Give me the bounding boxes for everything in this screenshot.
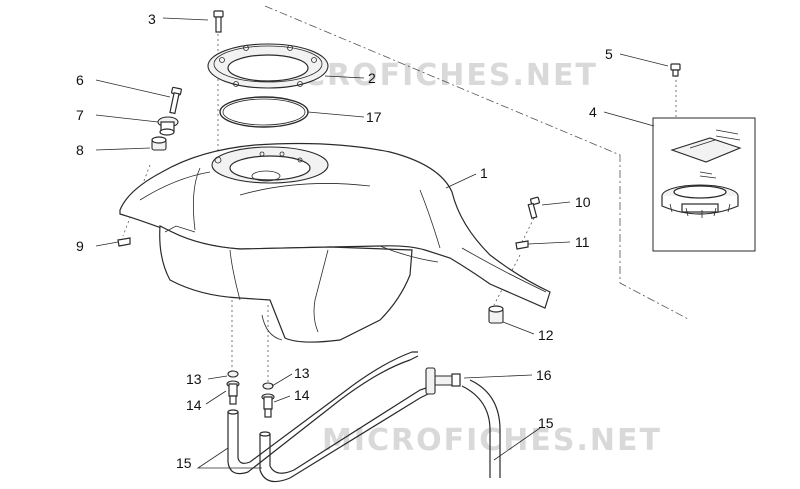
clip-part-9 (117, 237, 131, 247)
clip-part-11 (515, 240, 529, 250)
callout-3: 3 (148, 11, 156, 27)
callout-9: 9 (76, 238, 84, 254)
callout-15-left: 15 (176, 455, 192, 471)
t-connector-part-16 (425, 367, 461, 395)
washer-part-13-left (227, 370, 239, 378)
callout-13-left: 13 (186, 371, 202, 387)
callout-2: 2 (368, 70, 376, 86)
reference-line-tank-to-pump (264, 5, 691, 321)
rubber-mount-part-7 (157, 116, 179, 136)
o-ring-part-17 (219, 96, 309, 128)
callout-5: 5 (605, 46, 613, 62)
callout-16: 16 (536, 367, 552, 383)
callout-13-right: 13 (294, 365, 310, 381)
flange-ring-part-2 (207, 43, 329, 89)
washer-part-13-right (262, 382, 274, 390)
hose-fitting-part-14-left (226, 380, 240, 405)
fuel-pump-assembly-part-4 (652, 117, 756, 252)
callout-15-right: 15 (538, 415, 554, 431)
axis-line-clip-11 (521, 217, 535, 243)
callout-8: 8 (76, 142, 84, 158)
fuel-tank-part-1 (119, 142, 551, 343)
callout-14-right: 14 (294, 387, 310, 403)
grommet-part-8 (151, 136, 167, 151)
screw-part-5 (670, 63, 681, 77)
bolt-part-6 (169, 86, 182, 115)
callout-1: 1 (480, 165, 488, 181)
callout-11: 11 (575, 234, 590, 250)
callout-17: 17 (366, 109, 382, 125)
leader-lines (95, 17, 669, 469)
spacer-part-12 (488, 305, 504, 324)
callout-14-left: 14 (186, 397, 202, 413)
axis-line-spacer-12 (493, 254, 521, 306)
screw-part-3 (213, 10, 224, 33)
callout-7: 7 (76, 107, 84, 123)
hose-fitting-part-14-right (261, 393, 275, 418)
callout-6: 6 (76, 72, 84, 88)
callout-4: 4 (589, 104, 597, 120)
hose-part-15 (227, 351, 501, 483)
bolt-part-10 (527, 196, 541, 220)
watermark-bottom: MICROFICHES.NET (322, 423, 662, 458)
callout-10: 10 (575, 194, 591, 210)
callout-12: 12 (538, 327, 554, 343)
